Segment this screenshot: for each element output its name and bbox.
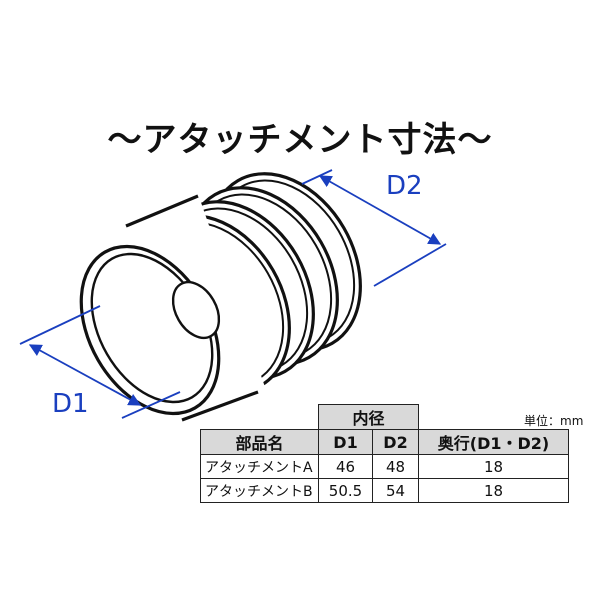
header-d2: D2 bbox=[372, 429, 419, 455]
page-title: ～アタッチメント寸法～ bbox=[107, 120, 493, 160]
header-depth: 奥行(D1・D2) bbox=[418, 429, 569, 455]
dimension-d2 bbox=[301, 169, 447, 287]
inner-bore bbox=[171, 280, 221, 340]
cell-name: アタッチメントA bbox=[200, 454, 319, 479]
table-header-row: 部品名 D1 D2 奥行(D1・D2) bbox=[200, 429, 569, 455]
cell-d2: 48 bbox=[372, 454, 419, 479]
table-row: アタッチメントA 46 48 18 bbox=[200, 454, 569, 479]
table-group-header-row: 内径 bbox=[201, 404, 569, 430]
cell-name: アタッチメントB bbox=[200, 478, 319, 503]
dimension-table: 内径 部品名 D1 D2 奥行(D1・D2) アタッチメントA 46 48 18… bbox=[200, 404, 569, 503]
cell-d1: 46 bbox=[318, 454, 373, 479]
cell-depth: 18 bbox=[418, 478, 569, 503]
d2-label: D2 bbox=[386, 171, 423, 201]
header-d1: D1 bbox=[318, 429, 373, 455]
cell-d1: 50.5 bbox=[318, 478, 373, 503]
dimension-d1 bbox=[19, 305, 181, 419]
group-header-inner-diameter: 内径 bbox=[318, 404, 419, 430]
header-part-name: 部品名 bbox=[200, 429, 319, 455]
d1-label: D1 bbox=[52, 389, 89, 419]
cell-depth: 18 bbox=[418, 454, 569, 479]
cell-d2: 54 bbox=[372, 478, 419, 503]
attachment-body bbox=[79, 172, 362, 422]
unit-label: 単位：mm bbox=[524, 414, 584, 428]
table-row: アタッチメントB 50.5 54 18 bbox=[200, 478, 569, 503]
